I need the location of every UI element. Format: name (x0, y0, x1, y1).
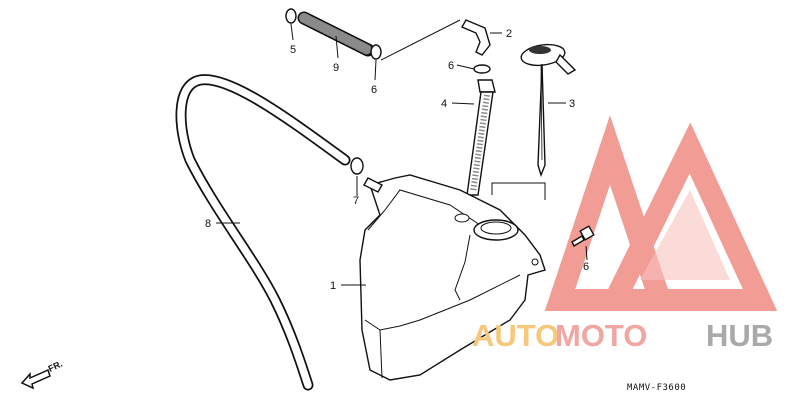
watermark-hub: HUB (706, 318, 773, 353)
leader-lines (216, 19, 588, 286)
callout-labels: 5 9 6 2 6 4 3 7 1 8 6 (205, 28, 589, 292)
callout-4: 4 (441, 98, 447, 110)
callout-6: 6 (371, 84, 377, 96)
bolt-part-5 (571, 225, 595, 247)
pipe-part-4 (466, 79, 496, 196)
clip-icon (285, 8, 297, 24)
callout-6: 5 (290, 44, 296, 56)
watermark-moto: MOTO (555, 318, 647, 353)
tube-part-8 (175, 74, 351, 391)
callout-2: 2 (506, 28, 512, 40)
dipstick-part-3 (520, 43, 577, 178)
callout-1: 1 (330, 280, 336, 292)
diagram-code: MAMV-F3600 (627, 383, 686, 393)
front-label: FR. (47, 359, 64, 374)
clip-icon (350, 157, 364, 175)
callout-9: 9 (333, 62, 339, 74)
watermark-logo (544, 115, 778, 311)
callout-3: 3 (569, 98, 575, 110)
callout-8: 8 (205, 218, 211, 230)
clip-icon (370, 44, 382, 60)
callout-7: 7 (353, 195, 359, 207)
clip-icon (473, 64, 491, 74)
watermark-auto: AUTO (472, 318, 559, 353)
watermark-text: AUTO MOTO HUB (472, 318, 773, 353)
hose-part-9 (285, 8, 382, 60)
callout-5: 6 (583, 261, 589, 273)
front-direction-arrow: FR. (20, 359, 64, 390)
elbow-fitting-part-2 (461, 19, 491, 56)
callout-6: 6 (448, 60, 454, 72)
reservoir-tank-part-1 (359, 174, 546, 381)
